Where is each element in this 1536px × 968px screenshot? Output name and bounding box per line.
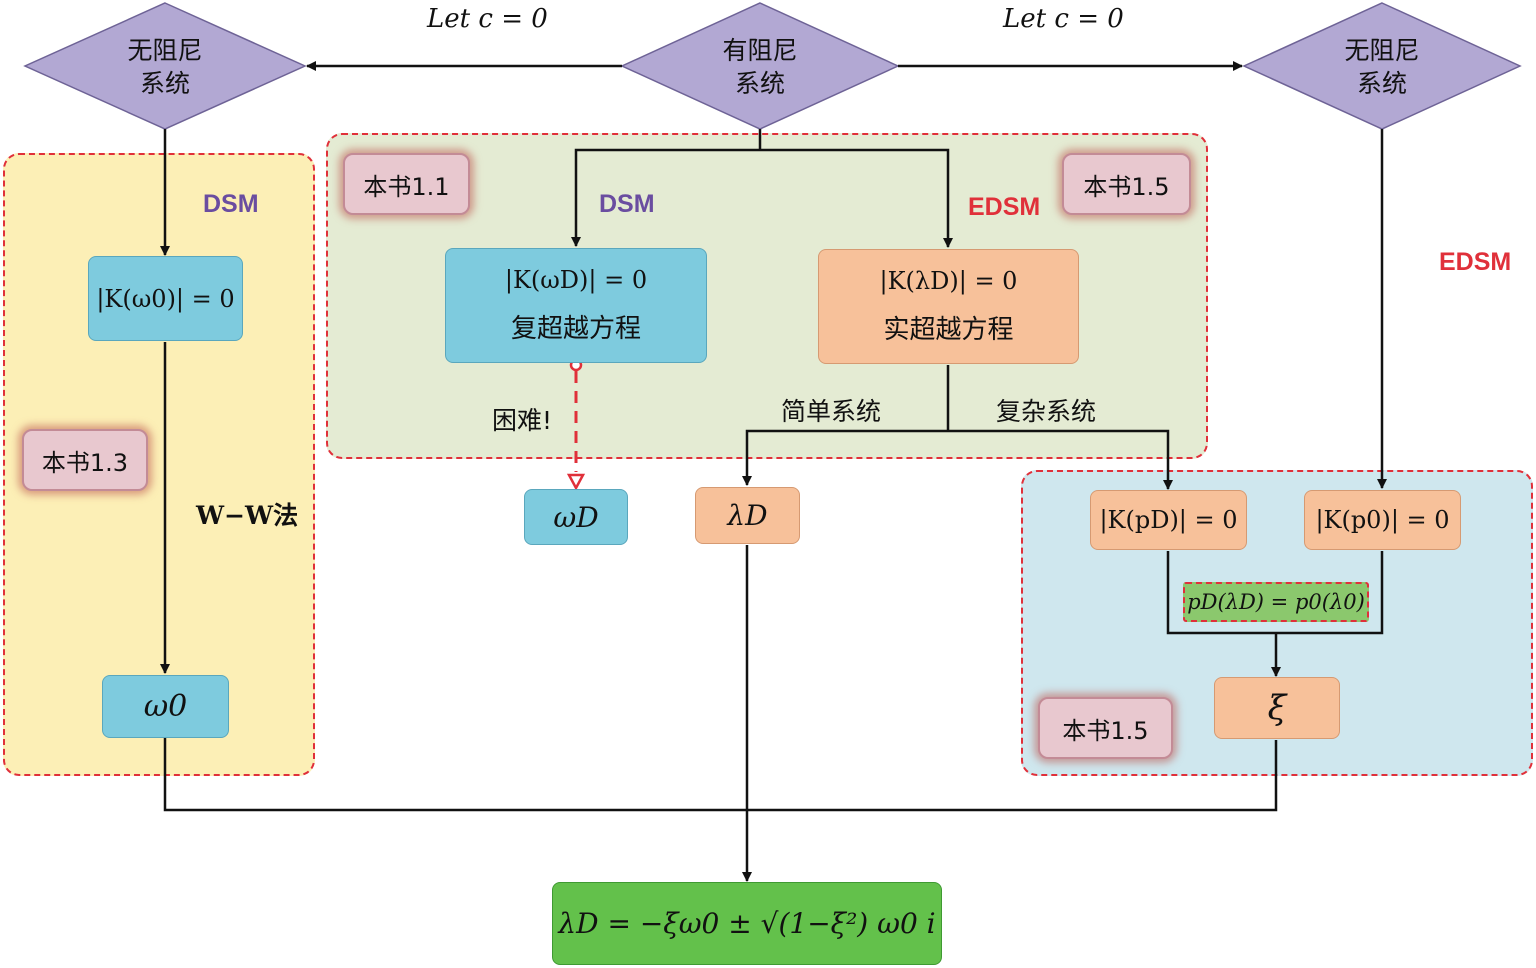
- diamond-center-label: 有阻尼系统: [722, 36, 798, 98]
- k-omegaD-text: |K(ωD)| = 0: [504, 266, 648, 294]
- k-pD-text: |K(pD)| = 0: [1099, 506, 1238, 534]
- simple-system-label: 简单系统: [781, 397, 882, 426]
- method-edsm-center: EDSM: [968, 193, 1041, 221]
- diamond-left-label: 无阻尼系统: [127, 36, 203, 98]
- pD-equation-text: pD(λD) = p0(λ0): [1187, 590, 1365, 614]
- result-formula-text: λD = −ξω0 ± √(1−ξ²) ω0 i: [558, 907, 936, 940]
- pD-equation-box: pD(λD) = p0(λ0): [1183, 582, 1369, 622]
- lambdaD-box: λD: [695, 487, 800, 544]
- k-pD-box: |K(pD)| = 0: [1090, 490, 1247, 550]
- difficult-label: 困难!: [492, 406, 553, 435]
- k-omega0-text: |K(ω0)| = 0: [96, 284, 235, 313]
- complex-system-label: 复杂系统: [996, 397, 1097, 426]
- method-dsm-left: DSM: [203, 190, 259, 218]
- k-omega0-box: |K(ω0)| = 0: [88, 256, 243, 341]
- ref-book-1-5-top: 本书1.5: [1062, 153, 1191, 215]
- ref-book-1-1: 本书1.1: [343, 153, 470, 215]
- k-omegaD-box: |K(ωD)| = 0 复超越方程: [445, 248, 707, 363]
- result-formula-box: λD = −ξω0 ± √(1−ξ²) ω0 i: [552, 882, 942, 965]
- lambdaD-text: λD: [727, 499, 768, 532]
- let-c-label-left: Let c = 0: [427, 4, 548, 34]
- ref-book-1-3: 本书1.3: [22, 429, 148, 491]
- k-p0-text: |K(p0)| = 0: [1315, 506, 1450, 534]
- let-c-label-right: Let c = 0: [1003, 4, 1124, 34]
- omega0-box: ω0: [102, 675, 229, 738]
- xi-box: ξ: [1214, 677, 1340, 739]
- omegaD-text: ωD: [553, 500, 599, 534]
- xi-text: ξ: [1267, 688, 1287, 728]
- ref-book-1-5-bottom: 本书1.5: [1038, 697, 1173, 759]
- method-dsm-center: DSM: [599, 190, 655, 218]
- omegaD-box: ωD: [524, 489, 628, 545]
- ww-method-label: W−W法: [196, 501, 299, 530]
- k-lambdaD-box: |K(λD)| = 0 实超越方程: [818, 249, 1079, 364]
- complex-equation-label: 复超越方程: [510, 314, 641, 344]
- diamond-right-label: 无阻尼系统: [1344, 36, 1420, 98]
- method-edsm-right: EDSM: [1439, 248, 1512, 276]
- omega0-text: ω0: [143, 689, 188, 724]
- real-equation-label: 实超越方程: [883, 315, 1014, 345]
- k-p0-box: |K(p0)| = 0: [1304, 490, 1461, 550]
- k-lambdaD-text: |K(λD)| = 0: [879, 267, 1018, 295]
